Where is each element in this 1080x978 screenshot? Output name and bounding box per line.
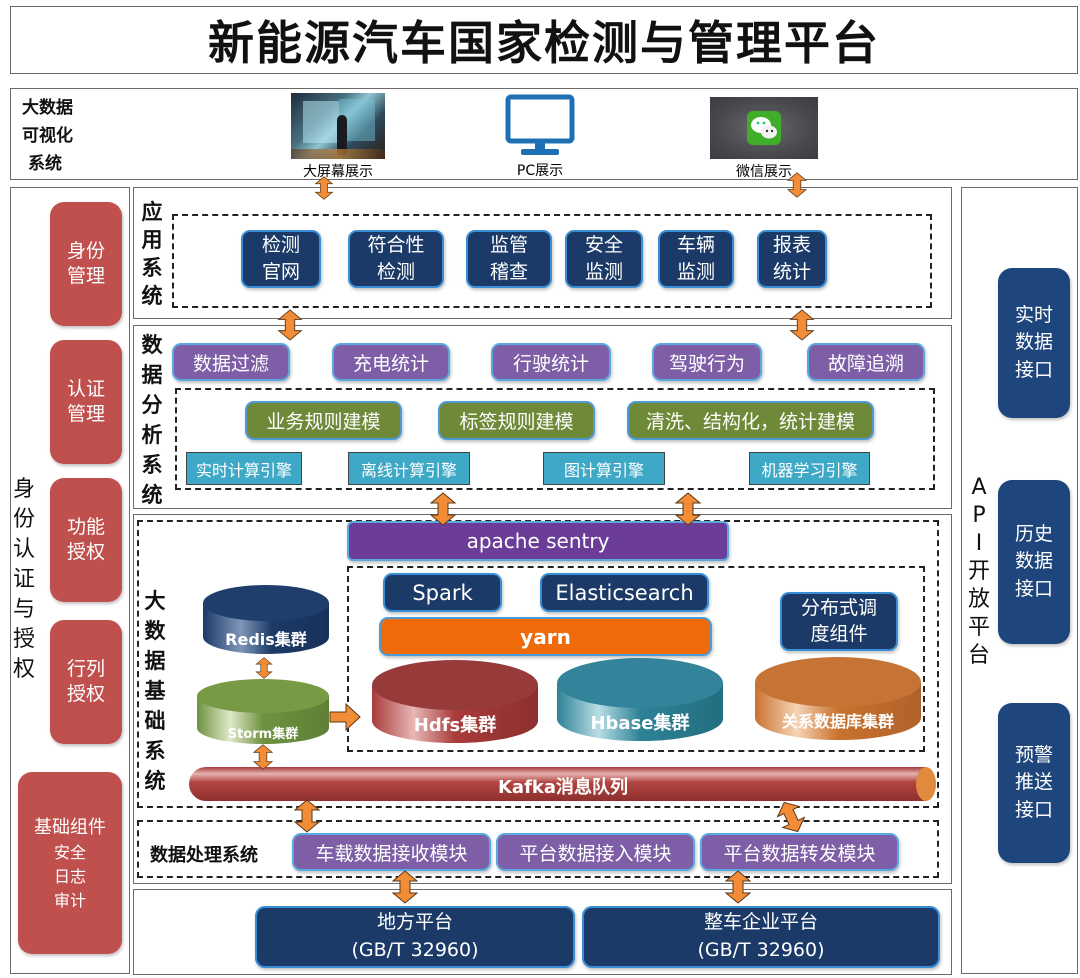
modeling-tag-rules[interactable]: 标签规则建模 bbox=[438, 401, 595, 440]
application-dashed-group bbox=[172, 214, 932, 308]
arrow-app-analysis-left bbox=[278, 309, 302, 341]
bigdata-label: 大 数 据 基 础 系 统 bbox=[144, 589, 166, 793]
kafka-queue[interactable]: Kafka消息队列 bbox=[188, 766, 938, 802]
modeling-business-rules[interactable]: 业务规则建模 bbox=[245, 401, 402, 440]
storm-cluster[interactable]: Storm集群 bbox=[196, 678, 330, 746]
app-safety-monitor[interactable]: 安全 监测 bbox=[565, 230, 643, 288]
analysis-label: 数 据 分 析 系 统 bbox=[141, 333, 163, 507]
vis-pc[interactable]: PC展示 bbox=[500, 94, 580, 180]
yarn-bar[interactable]: yarn bbox=[379, 617, 712, 656]
vis-pc-label: PC展示 bbox=[516, 163, 564, 179]
hbase-cylinder-shape bbox=[557, 658, 723, 741]
redis-cluster[interactable]: Redis集群 bbox=[202, 583, 330, 655]
hdfs-cluster[interactable]: Hdfs集群 bbox=[371, 659, 539, 745]
identity-item-function-auth[interactable]: 功能 授权 bbox=[50, 478, 122, 602]
application-label: 应 用 系 统 bbox=[141, 200, 163, 308]
arrow-bigscreen-app bbox=[315, 176, 333, 200]
modeling-cleansing-stats[interactable]: 清洗、结构化，统计建模 bbox=[627, 401, 874, 440]
arrow-kafka-receive bbox=[294, 799, 320, 833]
storm-cylinder-shape bbox=[197, 679, 329, 744]
module-platform-access[interactable]: 平台数据接入模块 bbox=[496, 833, 695, 871]
analysis-data-filter[interactable]: 数据过滤 bbox=[172, 343, 290, 381]
analysis-driving-behavior[interactable]: 驾驶行为 bbox=[652, 343, 762, 381]
identity-item-auth-mgmt[interactable]: 认证 管理 bbox=[50, 340, 122, 464]
engine-offline[interactable]: 离线计算引擎 bbox=[348, 452, 470, 485]
vis-wechat-label: 微信展示 bbox=[736, 164, 792, 180]
redis-label: Redis集群 bbox=[225, 630, 307, 649]
arrow-storm-hdfs bbox=[329, 702, 361, 732]
wechat-icon bbox=[747, 111, 781, 145]
analysis-fault-trace[interactable]: 故障追溯 bbox=[807, 343, 925, 381]
monitor-icon bbox=[505, 94, 575, 155]
vis-wechat[interactable]: 微信展示 bbox=[709, 97, 819, 181]
hdfs-label: Hdfs集群 bbox=[413, 715, 497, 736]
engine-graph[interactable]: 图计算引擎 bbox=[543, 452, 665, 485]
visualization-label: 大数据 可视化 系统 bbox=[22, 98, 73, 174]
arrow-receive-local bbox=[392, 870, 418, 904]
arrow-redis-storm bbox=[255, 657, 273, 679]
spark-box[interactable]: Spark bbox=[383, 573, 502, 612]
engine-ml[interactable]: 机器学习引擎 bbox=[749, 452, 870, 485]
redis-cylinder-shape bbox=[203, 585, 329, 654]
rdb-cylinder-shape bbox=[755, 657, 921, 740]
arrow-wechat-app bbox=[787, 172, 807, 198]
analysis-charging-stats[interactable]: 充电统计 bbox=[332, 343, 450, 381]
processing-label: 数据处理系统 bbox=[150, 845, 258, 866]
analysis-driving-stats[interactable]: 行驶统计 bbox=[491, 343, 611, 381]
hbase-label: Hbase集群 bbox=[590, 713, 690, 734]
page-title: 新能源汽车国家检测与管理平台 bbox=[208, 16, 880, 70]
app-vehicle-monitor[interactable]: 车辆 监测 bbox=[658, 230, 734, 288]
big-screen-image bbox=[291, 93, 385, 159]
rdb-cluster[interactable]: 关系数据库集群 bbox=[754, 656, 922, 742]
apache-sentry-bar[interactable]: apache sentry bbox=[347, 521, 729, 561]
app-conformity-test[interactable]: 符合性 检测 bbox=[348, 230, 444, 288]
hdfs-cylinder-shape bbox=[372, 660, 538, 743]
vis-big-screen[interactable]: 大屏幕展示 bbox=[290, 93, 386, 181]
storm-label: Storm集群 bbox=[227, 727, 299, 742]
module-platform-forward[interactable]: 平台数据转发模块 bbox=[700, 833, 899, 871]
platform-local[interactable]: 地方平台 (GB/T 32960) bbox=[255, 906, 575, 968]
arrow-analysis-bigdata-right bbox=[675, 492, 701, 526]
platform-oem[interactable]: 整车企业平台 (GB/T 32960) bbox=[582, 906, 940, 968]
identity-item-row-column-auth[interactable]: 行列 授权 bbox=[50, 620, 122, 744]
processing-dashed-group bbox=[137, 820, 939, 878]
arrow-analysis-bigdata-left bbox=[430, 492, 456, 526]
hbase-cluster[interactable]: Hbase集群 bbox=[556, 657, 724, 743]
rdb-label: 关系数据库集群 bbox=[781, 712, 894, 731]
arrow-app-analysis-right bbox=[790, 309, 814, 341]
api-realtime-data[interactable]: 实时 数据 接口 bbox=[998, 268, 1070, 418]
arrow-storm-kafka bbox=[253, 744, 273, 770]
storage-dashed-group bbox=[347, 566, 925, 752]
arrow-kafka-forward bbox=[772, 796, 810, 838]
api-alert-push[interactable]: 预警 推送 接口 bbox=[998, 703, 1070, 863]
wechat-image bbox=[710, 97, 818, 159]
app-test-website[interactable]: 检测 官网 bbox=[241, 230, 321, 288]
arrow-forward-oem bbox=[725, 870, 751, 904]
distributed-scheduler[interactable]: 分布式调 度组件 bbox=[780, 592, 898, 651]
identity-base-components[interactable]: 基础组件 安全 日志 审计 bbox=[18, 772, 122, 954]
analysis-dashed-group bbox=[175, 388, 935, 490]
kafka-tube-shape bbox=[189, 767, 936, 801]
engine-realtime[interactable]: 实时计算引擎 bbox=[186, 452, 302, 485]
title-panel: 新能源汽车国家检测与管理平台 bbox=[10, 6, 1078, 74]
kafka-label: Kafka消息队列 bbox=[497, 777, 629, 798]
identity-item-identity-mgmt[interactable]: 身份 管理 bbox=[50, 202, 122, 326]
vis-big-screen-label: 大屏幕展示 bbox=[303, 164, 373, 180]
api-label: A P I 开 放 平 台 bbox=[967, 475, 990, 668]
app-supervision-audit[interactable]: 监管 稽查 bbox=[466, 230, 552, 288]
app-report-stats[interactable]: 报表 统计 bbox=[757, 230, 827, 288]
api-history-data[interactable]: 历史 数据 接口 bbox=[998, 480, 1070, 644]
module-vehicle-receive[interactable]: 车载数据接收模块 bbox=[292, 833, 491, 871]
identity-label: 身 份 认 证 与 授 权 bbox=[12, 477, 35, 682]
elasticsearch-box[interactable]: Elasticsearch bbox=[540, 573, 709, 612]
